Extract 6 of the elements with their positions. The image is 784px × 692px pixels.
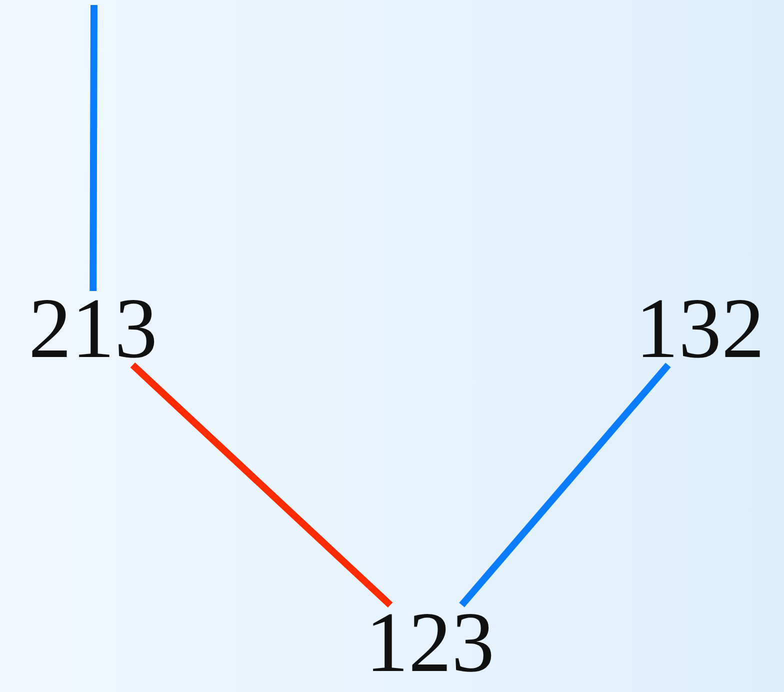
permutation-label: 132 (636, 285, 764, 371)
permutation-label: 213 (28, 285, 158, 371)
connector-line (90, 4, 98, 292)
connector-line (130, 362, 393, 608)
permutation-label: 123 (366, 599, 494, 685)
connector-line (459, 362, 671, 608)
